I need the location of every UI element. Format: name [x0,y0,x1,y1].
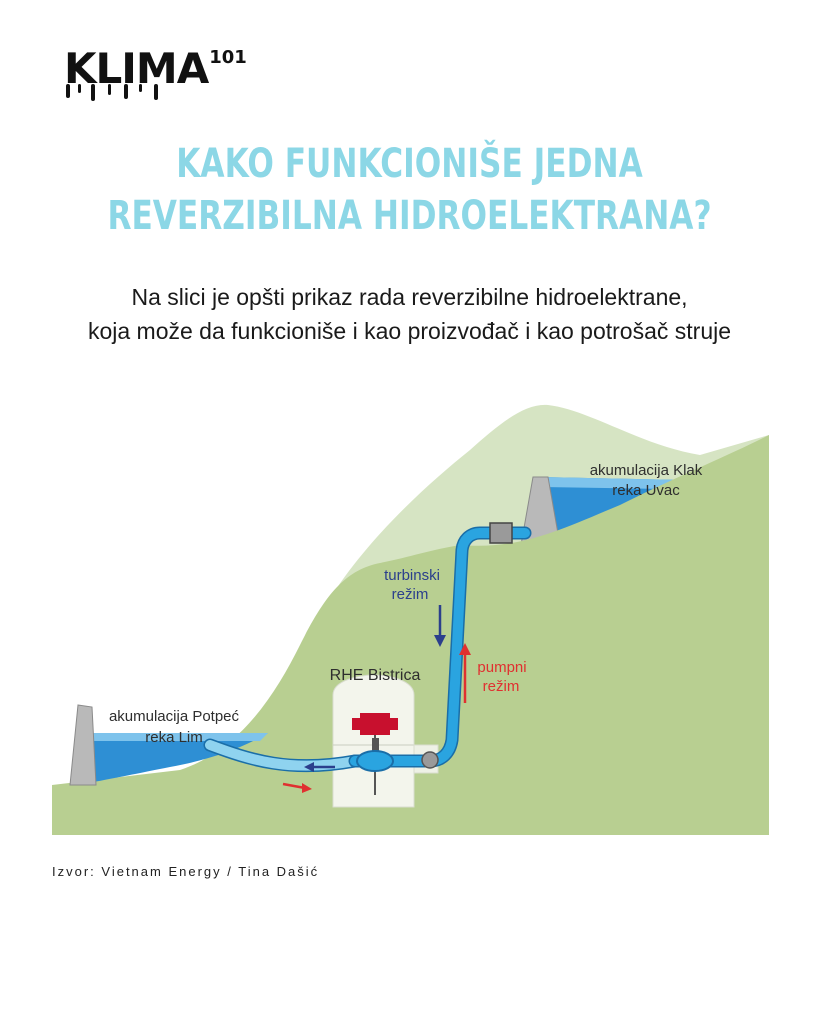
pump-mode-label-2: režim [483,678,520,695]
upper-reservoir-label-1: akumulacija Klak [590,462,703,479]
valve [421,751,439,769]
outflow-arrow [304,762,335,772]
logo-superscript: 101 [209,47,247,68]
title-line-2: REVERZIBILNA HIDROELEKTRANA? [107,193,712,239]
subtitle-line-1: Na slici je opšti prikaz rada reverzibil… [131,284,688,310]
front-hill [52,435,769,835]
plant-label: RHE Bistrica [330,667,421,684]
pump-mode-arrow [459,643,471,703]
klima101-logo: KLIMA101 [64,48,247,90]
logo-text: KLIMA [64,44,209,93]
title-line-1: KAKO FUNKCIONIŠE JEDNA [176,141,643,187]
page-subtitle: Na slici je opšti prikaz rada reverzibil… [0,280,819,348]
intake-gate [489,522,513,544]
lower-reservoir-label-1: akumulacija Potpeć [109,708,240,725]
inflow-arrow [282,782,312,793]
lower-reservoir-surface [88,733,268,741]
turbine-mode-arrow [434,605,446,647]
subtitle-line-2: koja može da funkcioniše i kao proizvođa… [87,318,732,344]
upper-reservoir-label-2: reka Uvac [612,482,680,499]
turbine-unit [356,750,394,772]
pump-mode-label-1: pumpni [477,659,526,676]
lower-reservoir-label-2: reka Lim [145,729,203,746]
page-title: KAKO FUNKCIONIŠE JEDNA REVERZIBILNA HIDR… [90,138,729,242]
lower-dam [69,704,97,786]
logo-drip-icon [66,84,158,101]
turbine-mode-label-1: turbinski [384,567,440,584]
turbine-mode-label-2: režim [392,586,429,603]
source-caption: Izvor: Vietnam Energy / Tina Dašić [52,864,320,879]
hydro-diagram: akumulacija Klak reka Uvac akumulacija P… [52,404,769,835]
